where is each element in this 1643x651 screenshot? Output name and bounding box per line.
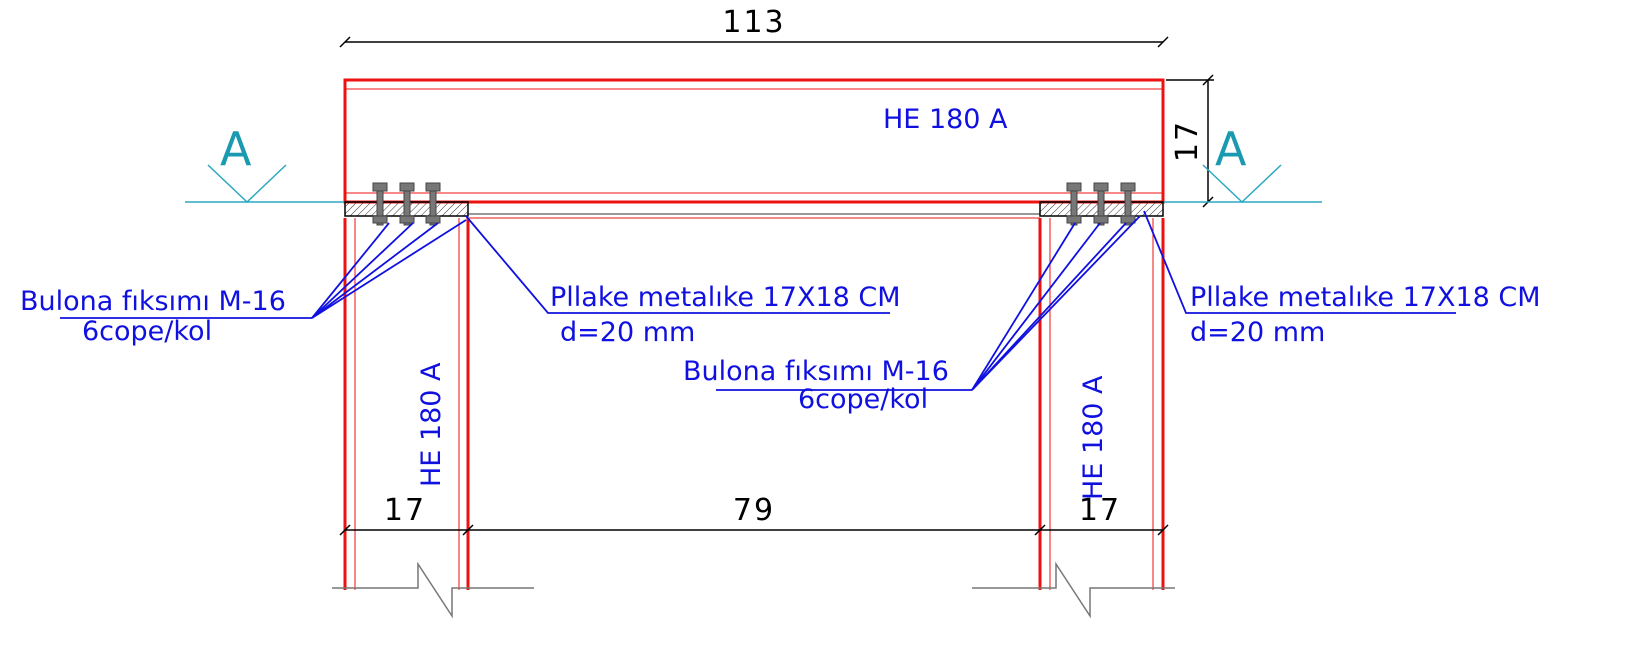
beam: HE 180 A	[343, 78, 1165, 219]
bolt-icon	[1093, 182, 1109, 226]
section-mark-right: A	[1215, 122, 1247, 176]
right-column-profile-label: HE 180 A	[1078, 375, 1109, 500]
beam-profile-label: HE 180 A	[883, 104, 1008, 135]
left-column-profile-label: HE 180 A	[416, 362, 447, 487]
right-bolts	[1066, 182, 1136, 226]
right-column: HE 180 A	[972, 218, 1175, 619]
section-line: A A	[185, 122, 1322, 204]
right-column-width-label: 17	[1079, 493, 1121, 528]
left-plate-thickness-label: d=20 mm	[560, 317, 695, 348]
bolt-icon	[399, 182, 415, 226]
left-column: HE 180 A	[332, 218, 534, 619]
left-bolts-label: Bulona fıksımı M-16	[20, 286, 286, 317]
total-width-label: 113	[722, 5, 785, 40]
top-dimension: 113	[339, 5, 1169, 48]
annotations: Bulona fıksımı M-16 6cope/kol Pllake met…	[20, 282, 1541, 415]
right-plate-thickness-label: d=20 mm	[1190, 317, 1325, 348]
beam-height-label: 17	[1170, 120, 1205, 162]
right-plate-label: Pllake metalıke 17X18 CM	[1190, 282, 1541, 313]
section-mark-left: A	[220, 122, 252, 176]
left-plate-label: Pllake metalıke 17X18 CM	[550, 282, 901, 313]
bolt-icon	[425, 182, 441, 226]
left-bolts-count-label: 6cope/kol	[82, 316, 212, 347]
bolt-icon	[372, 182, 388, 226]
right-bolts-label: Bulona fıksımı M-16	[683, 356, 949, 387]
bottom-dimension-chain: 17 79 17	[339, 493, 1169, 536]
bolt-icon	[1120, 182, 1136, 226]
leader-lines	[60, 210, 1456, 391]
clear-span-label: 79	[733, 493, 775, 528]
left-column-width-label: 17	[384, 493, 426, 528]
left-bolts	[372, 182, 441, 226]
beam-height-dimension: 17	[1166, 74, 1214, 208]
right-bolts-count-label: 6cope/kol	[798, 384, 928, 415]
